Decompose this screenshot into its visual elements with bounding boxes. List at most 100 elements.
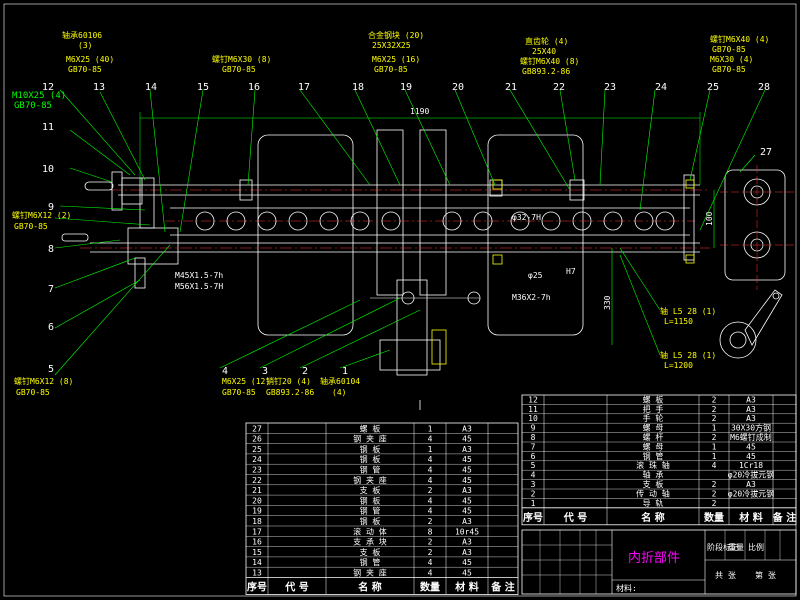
bom-left-cell: 23 <box>252 466 262 475</box>
bom-right-cell: 2 <box>712 433 717 442</box>
bom-left-cell: 45 <box>462 558 472 567</box>
bom-left-cell: 13 <box>252 569 262 578</box>
bom-left-cell: 45 <box>462 455 472 464</box>
part-label-9: 9 <box>48 202 54 213</box>
mini-label-stage: 阶段标记 <box>707 542 739 552</box>
part-label-3: 3 <box>262 366 268 377</box>
bom-left-cell: 18 <box>252 517 262 526</box>
bom-right-cell: 滚 珠 轴 <box>636 460 670 470</box>
bom-right-cell: 1 <box>531 499 536 508</box>
part-label-13: 13 <box>93 82 105 93</box>
bom-right-cell: 螺 杆 <box>643 432 664 442</box>
bom-right-cell: 45 <box>746 452 756 461</box>
bom-left-cell: 2 <box>428 517 433 526</box>
bom-left-cell: A3 <box>462 538 472 547</box>
bom-left-cell: 15 <box>252 548 262 557</box>
callout-13: 轴承60106(3)M6X25 (40)GB70-85 <box>62 30 114 74</box>
bom-right-cell: 手 轮 <box>643 413 664 423</box>
bom-left-cell: 17 <box>252 527 262 536</box>
dim-m36: M36X2-7h <box>512 293 551 302</box>
bom-right-cell: A3 <box>746 405 756 414</box>
bom-right-cell: 11 <box>528 405 538 414</box>
bom-left-cell: 4 <box>428 466 433 475</box>
bom-left-cell: 滚 动 体 <box>353 526 387 536</box>
bom-right-cell: 3 <box>531 480 536 489</box>
callout-16: 螺钉M6X30 (8)GB70-85 <box>212 54 271 74</box>
bom-left-cell: 16 <box>252 538 262 547</box>
bom-right-cell: A3 <box>746 480 756 489</box>
bom-left-cell: A3 <box>462 424 472 433</box>
bom-left-cell: 45 <box>462 569 472 578</box>
bom-left-header-cell: 材 料 <box>455 581 478 594</box>
bom-right-cell: 12 <box>528 395 538 404</box>
bom-right-cell: 9 <box>531 424 536 433</box>
bom-left-cell: 22 <box>252 476 262 485</box>
bom-right-cell: 30X30方钢 <box>731 423 771 433</box>
track-holes <box>195 211 675 231</box>
bom-left-cell: 钢 板 <box>360 454 381 464</box>
bom-left-cell: 4 <box>428 455 433 464</box>
part-label-16: 16 <box>248 82 260 93</box>
bom-right-cell: 2 <box>712 480 717 489</box>
drawing-frame <box>3 3 797 597</box>
part-label-27: 27 <box>760 147 772 158</box>
bearing-square-c <box>685 179 695 189</box>
bom-right-cell: 6 <box>531 452 536 461</box>
part-label-12: 12 <box>42 82 54 93</box>
leader-lines <box>54 89 766 376</box>
bom-right-cell: 2 <box>712 414 717 423</box>
bom-right-cell: 支 板 <box>643 479 664 489</box>
part-label-15: 15 <box>197 82 209 93</box>
bom-left-header-cell: 序号 <box>247 581 267 594</box>
bom-right-cell: 1Cr18 <box>739 461 763 470</box>
bom-right-cell: 7 <box>531 442 536 451</box>
bom-left-cell: 14 <box>252 558 262 567</box>
bom-left-header-cell: 名 称 <box>358 581 381 594</box>
bearing-square-b <box>492 254 503 265</box>
dim-overall-length: 1190 <box>410 107 429 116</box>
bottom-block <box>379 339 441 371</box>
callout-24b: 轴 L5 28 (1)L=1200 <box>660 350 716 370</box>
bom-left-cell: 钢 夹 座 <box>353 568 387 578</box>
flange-right <box>683 174 695 261</box>
part-label-11: 11 <box>42 122 54 133</box>
part-label-8: 8 <box>48 244 54 255</box>
bom-left-cell: 支 板 <box>360 547 381 557</box>
part-label-17: 17 <box>298 82 310 93</box>
bom-right-cell: 8 <box>531 433 536 442</box>
hub-lower <box>127 227 179 265</box>
part-label-14: 14 <box>145 82 157 93</box>
dim-m45: M45X1.5-7h <box>175 271 223 280</box>
part-label-24: 24 <box>655 82 667 93</box>
part-label-25: 25 <box>707 82 719 93</box>
bom-left-cell: A3 <box>462 445 472 454</box>
bom-left-cell: 钢 板 <box>360 516 381 526</box>
bom-right-cell: φ20冷拔元钢 <box>728 470 774 480</box>
part-label-6: 6 <box>48 322 54 333</box>
dim-height-mid: 330 <box>603 295 612 310</box>
mini-label-weight: 重量 <box>728 542 744 552</box>
bom-left-cell: 支 板 <box>360 485 381 495</box>
part-label-20: 20 <box>452 82 464 93</box>
bom-left-cell: 4 <box>428 558 433 567</box>
bom-right-cell: 2 <box>712 395 717 404</box>
bom-left-cell: 钢 夹 座 <box>353 475 387 485</box>
bom-right-header-cell: 数量 <box>704 511 724 524</box>
bom-right-cell: 4 <box>531 471 536 480</box>
bom-left-header-cell: 代 号 <box>284 581 308 594</box>
bom-right-header-cell: 材 料 <box>739 511 762 524</box>
bom-right-cell: 2 <box>712 405 717 414</box>
bom-left-header-cell: 备 注 <box>490 581 514 594</box>
bom-left-cell: 10r45 <box>455 527 479 536</box>
bearing-square-a <box>492 179 503 190</box>
bom-left-header-cell: 数量 <box>420 581 440 594</box>
bom-left-cell: 钢 管 <box>360 465 381 475</box>
bom-left-cell: 20 <box>252 496 262 505</box>
bom-left-cell: 26 <box>252 435 262 444</box>
callout-notes: M10X25 (4)GB70-85 螺钉M6X12 (2)GB70-85 螺钉M… <box>12 30 769 397</box>
